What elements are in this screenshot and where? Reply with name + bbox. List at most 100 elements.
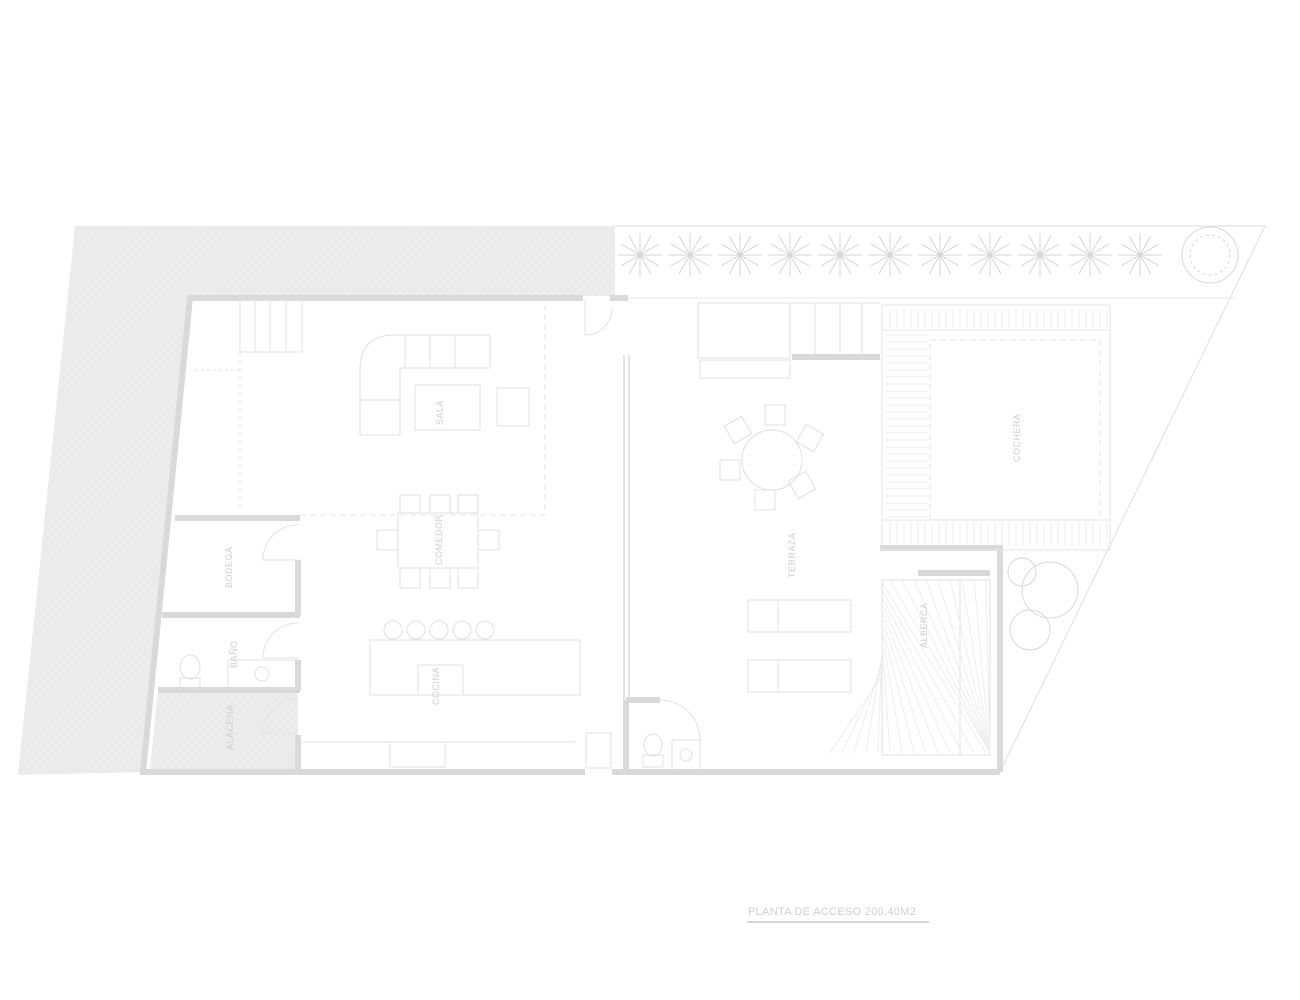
decor-line (920, 254, 941, 267)
kitchen-island (300, 620, 612, 769)
label-alacena: ALACENA (225, 704, 235, 750)
decor-line (770, 243, 791, 256)
decor-line (678, 235, 691, 256)
label-sala: SALA (435, 400, 445, 425)
decor-line (689, 254, 710, 267)
label-bodega: BODEGA (224, 546, 234, 588)
decor-line (678, 254, 691, 275)
decor-line (839, 243, 860, 256)
decor-line (901, 579, 991, 754)
decor-line (881, 639, 891, 753)
decor-line (889, 235, 902, 256)
decor-line (889, 254, 910, 267)
decor-line (839, 235, 852, 256)
decor-line (1078, 235, 1091, 256)
decor-line (1039, 254, 1052, 275)
decor-line (1070, 243, 1091, 256)
decor-line (961, 579, 991, 753)
label-bano: BAÑO (229, 640, 239, 668)
decor-line (1089, 243, 1110, 256)
decor-line (881, 582, 987, 754)
decor-line (925, 579, 991, 753)
decor-line (739, 235, 752, 256)
pool (881, 579, 991, 756)
decor-line (728, 235, 741, 256)
sun-loungers (747, 599, 852, 693)
decor-line (789, 254, 802, 275)
alacena-hatch (150, 690, 298, 770)
decor-line (789, 235, 802, 256)
decor-line (1139, 235, 1152, 256)
decor-line (881, 589, 975, 754)
decor-line (939, 254, 952, 275)
plan-title: PLANTA DE ACCESO 200.40M2 (748, 906, 917, 918)
pergola-slats (886, 310, 1108, 546)
decor-line (928, 235, 941, 256)
decor-line (1039, 254, 1060, 267)
decor-line (820, 243, 841, 256)
trees (1007, 226, 1239, 651)
plan-title-underline (747, 921, 929, 923)
sala-boundary (300, 305, 546, 516)
decor-line (878, 254, 891, 275)
decor-line (1070, 254, 1091, 267)
decor-line (949, 579, 991, 753)
decor-line (639, 243, 660, 256)
label-comedor: COMEDOR (434, 515, 444, 566)
decor-line (828, 254, 841, 275)
decor-line (1139, 254, 1152, 275)
stairs-left (195, 299, 303, 512)
decor-line (728, 254, 741, 275)
garage-pergola (881, 304, 1111, 551)
exterior-sidewalk (18, 226, 615, 775)
decor-line (937, 579, 991, 753)
decor-line (920, 243, 941, 256)
decor-line (985, 579, 991, 753)
decor-line (939, 243, 960, 256)
decor-line (973, 579, 991, 753)
terrace-stairs (697, 302, 880, 379)
decor-line (1078, 254, 1091, 275)
decor-line (1039, 235, 1052, 256)
glass-partition (623, 355, 630, 700)
decor-line (939, 254, 960, 267)
decor-line (913, 579, 991, 754)
decor-line (689, 243, 710, 256)
decor-line (820, 254, 841, 267)
pool-water (829, 579, 991, 754)
decor-line (1139, 243, 1160, 256)
decor-line (770, 254, 791, 267)
decor-line (989, 235, 1002, 256)
decor-line (720, 243, 741, 256)
walls (139, 295, 1003, 775)
decor-line (881, 596, 963, 754)
decor-line (639, 254, 652, 275)
decor-line (639, 235, 652, 256)
decor-line (1139, 254, 1160, 267)
decor-line (881, 611, 939, 753)
doors (262, 300, 701, 741)
decor-line (1120, 243, 1141, 256)
decor-line (881, 625, 915, 753)
decor-line (789, 254, 810, 267)
decor-line (870, 254, 891, 267)
decor-line (877, 647, 883, 753)
decor-line (839, 254, 860, 267)
decor-line (720, 254, 741, 267)
decor-line (939, 235, 952, 256)
decor-line (628, 235, 641, 256)
decor-line (1089, 254, 1110, 267)
sofa (359, 334, 530, 436)
decor-line (889, 243, 910, 256)
decor-line (1028, 254, 1041, 275)
decor-line (1128, 254, 1141, 275)
decor-line (639, 254, 660, 267)
decor-line (889, 579, 991, 754)
decor-line (989, 254, 1002, 275)
label-cocina: COCINA (431, 667, 441, 705)
label-alberca: ALBERCA (919, 602, 929, 648)
decor-line (978, 235, 991, 256)
decor-line (1028, 235, 1041, 256)
dining-table (376, 494, 500, 589)
